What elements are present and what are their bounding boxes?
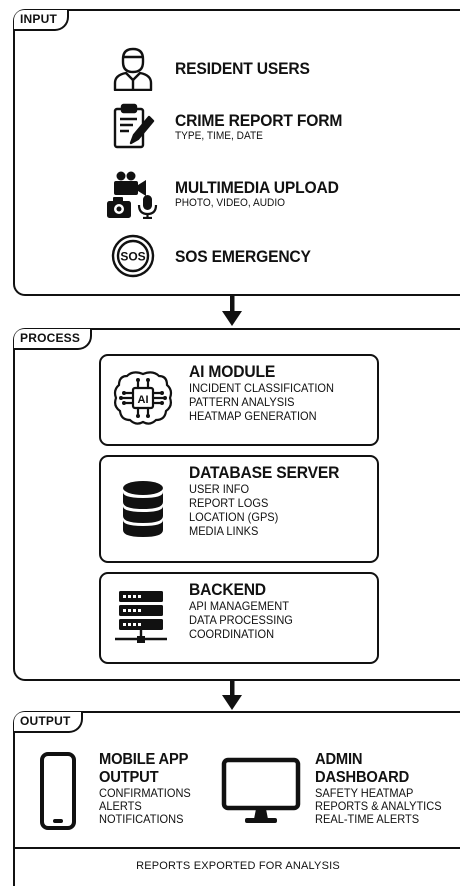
database-server-line: USER INFO [189, 482, 250, 496]
multimedia-upload-title: MULTIMEDIA UPLOAD [175, 178, 339, 197]
process-section: PROCESS AI AI MODULE INCIDENT CLASSIFICA… [13, 328, 460, 681]
database-server-line: MEDIA LINKS [189, 524, 259, 538]
output-section-label: OUTPUT [14, 712, 83, 733]
ai-module-line: HEATMAP GENERATION [189, 409, 317, 423]
crime-report-form-item: CRIME REPORT FORM TYPE, TIME, DATE [105, 103, 357, 150]
backend-line: COORDINATION [189, 627, 275, 641]
database-server-line: LOCATION (GPS) [189, 510, 279, 524]
ai-module-title: AI MODULE [189, 362, 276, 381]
svg-text:AI: AI [138, 394, 149, 406]
mobile-app-output: MOBILE APP OUTPUT CONFIRMATIONS ALERTS N… [31, 745, 199, 837]
ai-brain-icon: AI [109, 366, 177, 430]
flow-arrow-down-icon [222, 296, 242, 326]
admin-dashboard-title: ADMIN [315, 751, 363, 768]
sos-emergency-title: SOS EMERGENCY [175, 246, 311, 266]
process-section-label: PROCESS [14, 329, 93, 350]
input-section-label: INPUT [14, 10, 69, 31]
server-rack-icon [109, 586, 177, 650]
svg-text:SOS: SOS [120, 250, 145, 264]
mobile-app-line: ALERTS [99, 799, 142, 813]
resident-users-title: RESIDENT USERS [175, 58, 310, 78]
database-server-title: DATABASE SERVER [189, 463, 340, 482]
admin-dashboard-output: ADMIN DASHBOARD SAFETY HEATMAP REPORTS &… [219, 745, 453, 837]
crime-report-form-subtitle: TYPE, TIME, DATE [175, 130, 263, 142]
database-server-box: DATABASE SERVER USER INFO REPORT LOGS LO… [99, 455, 379, 563]
sos-icon: SOS [105, 233, 161, 279]
input-section: INPUT RESIDENT USERS CRIME REPORT FORM [13, 9, 460, 296]
mobile-app-line: NOTIFICATIONS [99, 812, 184, 826]
backend-title: BACKEND [189, 580, 266, 599]
backend-line: API MANAGEMENT [189, 599, 289, 613]
monitor-icon [219, 745, 303, 837]
admin-dashboard-title: DASHBOARD [315, 769, 410, 786]
crime-report-form-title: CRIME REPORT FORM [175, 111, 343, 130]
multimedia-icon [105, 171, 161, 219]
multimedia-upload-subtitle: PHOTO, VIDEO, AUDIO [175, 197, 286, 209]
mobile-app-line: CONFIRMATIONS [99, 786, 191, 800]
sos-emergency-item: SOS SOS EMERGENCY [105, 233, 323, 279]
output-section: OUTPUT MOBILE APP OUTPUT CONFIRMATIONS A… [13, 711, 460, 886]
ai-module-line: INCIDENT CLASSIFICATION [189, 381, 334, 395]
database-icon [109, 477, 177, 541]
admin-dashboard-line: SAFETY HEATMAP [315, 786, 414, 800]
flow-arrow-down-icon [222, 680, 242, 710]
ai-module-line: PATTERN ANALYSIS [189, 395, 295, 409]
clipboard-pen-icon [105, 103, 161, 150]
admin-dashboard-line: REPORTS & ANALYTICS [315, 799, 442, 813]
ai-module-box: AI AI MODULE INCIDENT CLASSIFICATION PAT… [99, 354, 379, 446]
multimedia-upload-item: MULTIMEDIA UPLOAD PHOTO, VIDEO, AUDIO [105, 171, 353, 219]
mobile-app-title: MOBILE APP [99, 751, 189, 768]
smartphone-icon [31, 745, 85, 837]
admin-dashboard-line: REAL-TIME ALERTS [315, 812, 420, 826]
database-server-line: REPORT LOGS [189, 496, 269, 510]
reports-exported-footer: REPORTS EXPORTED FOR ANALYSIS [15, 847, 460, 885]
user-icon [105, 45, 161, 91]
backend-line: DATA PROCESSING [189, 613, 293, 627]
mobile-app-title: OUTPUT [99, 769, 159, 786]
backend-box: BACKEND API MANAGEMENT DATA PROCESSING C… [99, 572, 379, 664]
resident-users-item: RESIDENT USERS [105, 45, 321, 91]
